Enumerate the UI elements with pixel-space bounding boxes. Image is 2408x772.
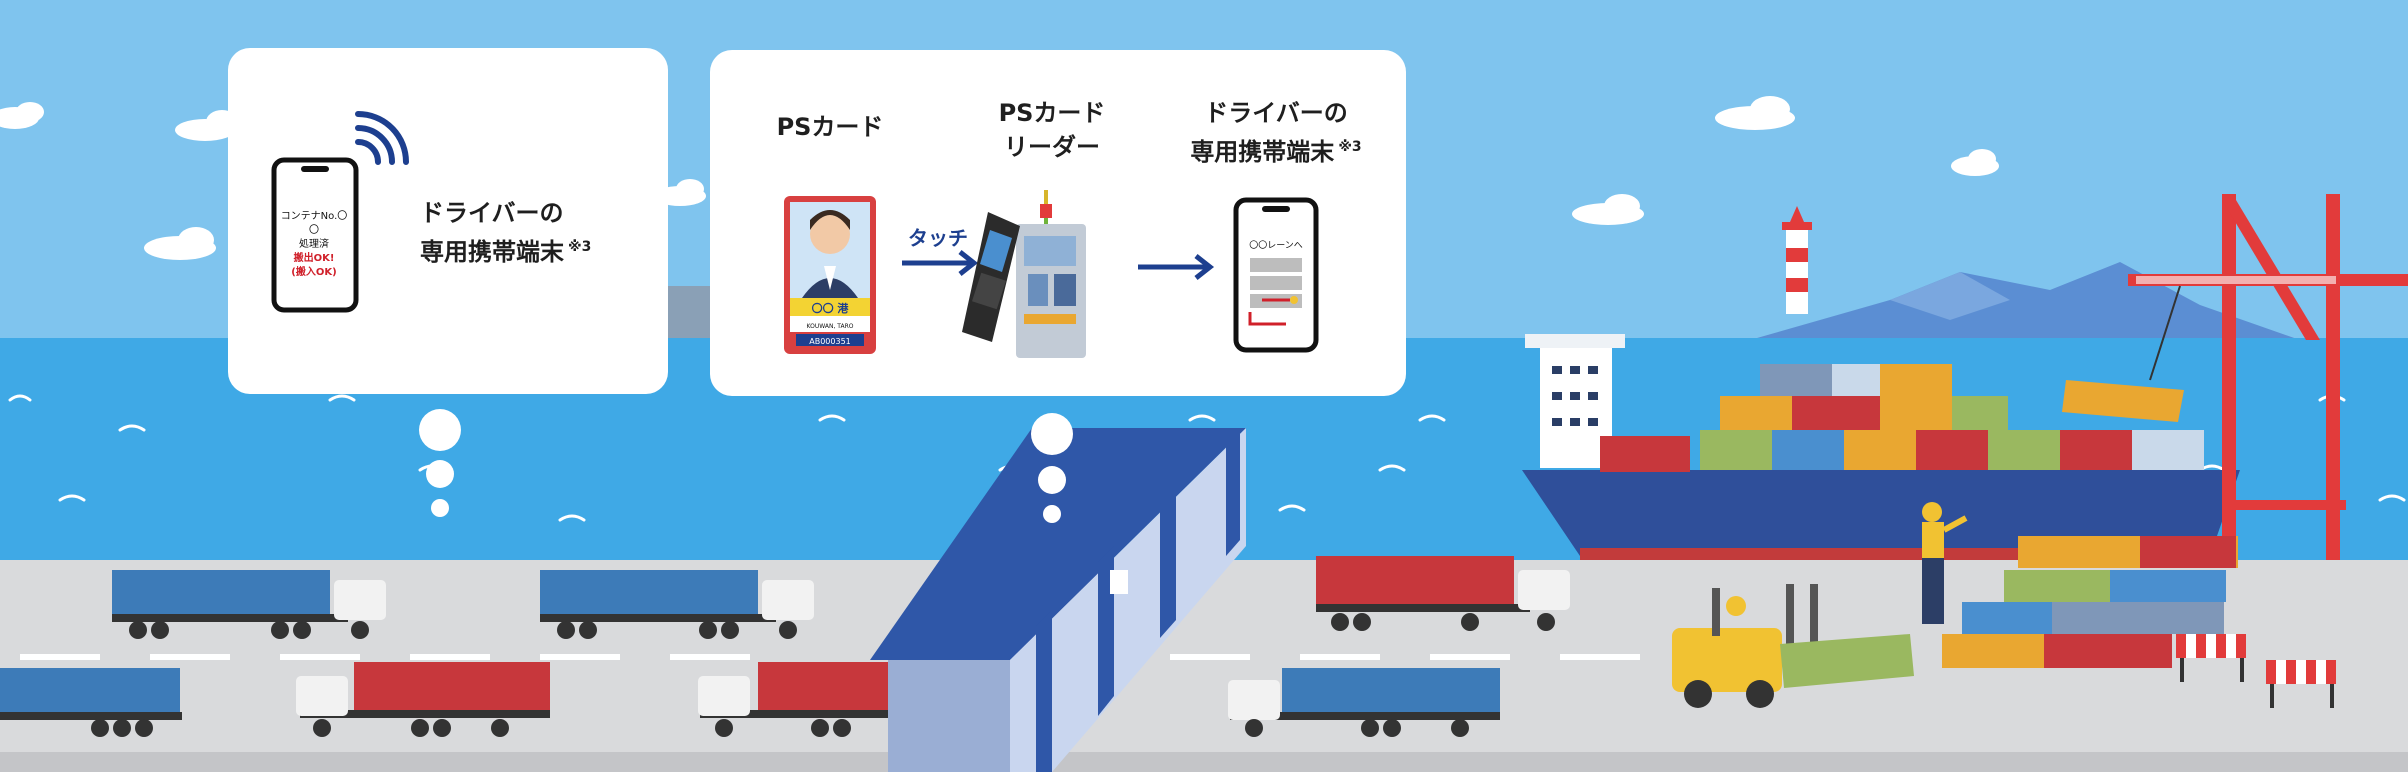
truck-blue-3 (0, 668, 182, 737)
card-reader-icon (962, 190, 1086, 358)
hanging-container (2062, 380, 2184, 422)
card-name-text: KOUWAN, TARO (807, 323, 854, 330)
reader-label-line1: PSカード (998, 99, 1106, 127)
worker-icon (1922, 502, 1968, 624)
ps-card-icon: 〇〇 港 KOUWAN, TARO AB000351 (784, 196, 876, 354)
right-device-label-line1: ドライバーの (1204, 99, 1348, 127)
yard-containers (1942, 536, 2238, 668)
reader-label-line2: リーダー (1004, 133, 1100, 161)
truck-blue-1 (112, 570, 386, 639)
lane-instruction-text: 〇〇レーンへ (1249, 240, 1303, 251)
left-device-label-line1: ドライバーの (420, 199, 564, 227)
left-device-note: ※3 (568, 239, 592, 255)
truck-red-1 (1316, 556, 1570, 631)
processed-text: 処理済 (299, 239, 329, 250)
left-device-label-line2: 専用携帯端末 (420, 238, 564, 266)
touch-label: タッチ (908, 226, 968, 250)
wave-marks (8, 394, 2406, 522)
right-device-label-line2: 専用携帯端末 (1190, 138, 1335, 166)
export-ok-text: 搬出OK! (293, 253, 335, 264)
truck-red-2 (296, 662, 550, 737)
barrier-icons (2176, 634, 2336, 708)
card-number-text: AB000351 (809, 337, 851, 346)
phone-icon-2: 〇〇レーンへ (1233, 197, 1319, 353)
lane-markings (20, 654, 1640, 660)
card-port-text: 〇〇 港 (812, 301, 850, 315)
right-device-label: ドライバーの 専用携帯端末※3 (1176, 96, 1376, 169)
gate-warehouse (870, 428, 1246, 772)
thought-bubbles (419, 409, 1073, 523)
wifi-icon (355, 111, 409, 165)
arrow-right-icon (902, 250, 979, 276)
container-number-text: コンテナNo.〇〇 (280, 211, 348, 236)
ps-card-reader-label: PSカード リーダー (980, 96, 1124, 164)
arrow-right-icon-2 (1138, 254, 1215, 280)
truck-blue-4 (1228, 668, 1500, 737)
phone-screen-text: コンテナNo.〇〇 処理済 搬出OK! (搬入OK) (276, 210, 352, 280)
import-ok-text: (搬入OK) (291, 267, 337, 278)
left-device-label: ドライバーの 専用携帯端末※3 (420, 196, 591, 269)
right-device-note: ※3 (1338, 139, 1362, 155)
lighthouse-icon (1782, 206, 1812, 314)
ps-card-label: PSカード (776, 113, 884, 141)
container-ship (1522, 334, 2240, 562)
truck-blue-2 (540, 570, 814, 639)
forklift-icon (1672, 584, 1914, 708)
truck-red-3 (698, 662, 908, 737)
phone-icon (271, 111, 409, 313)
